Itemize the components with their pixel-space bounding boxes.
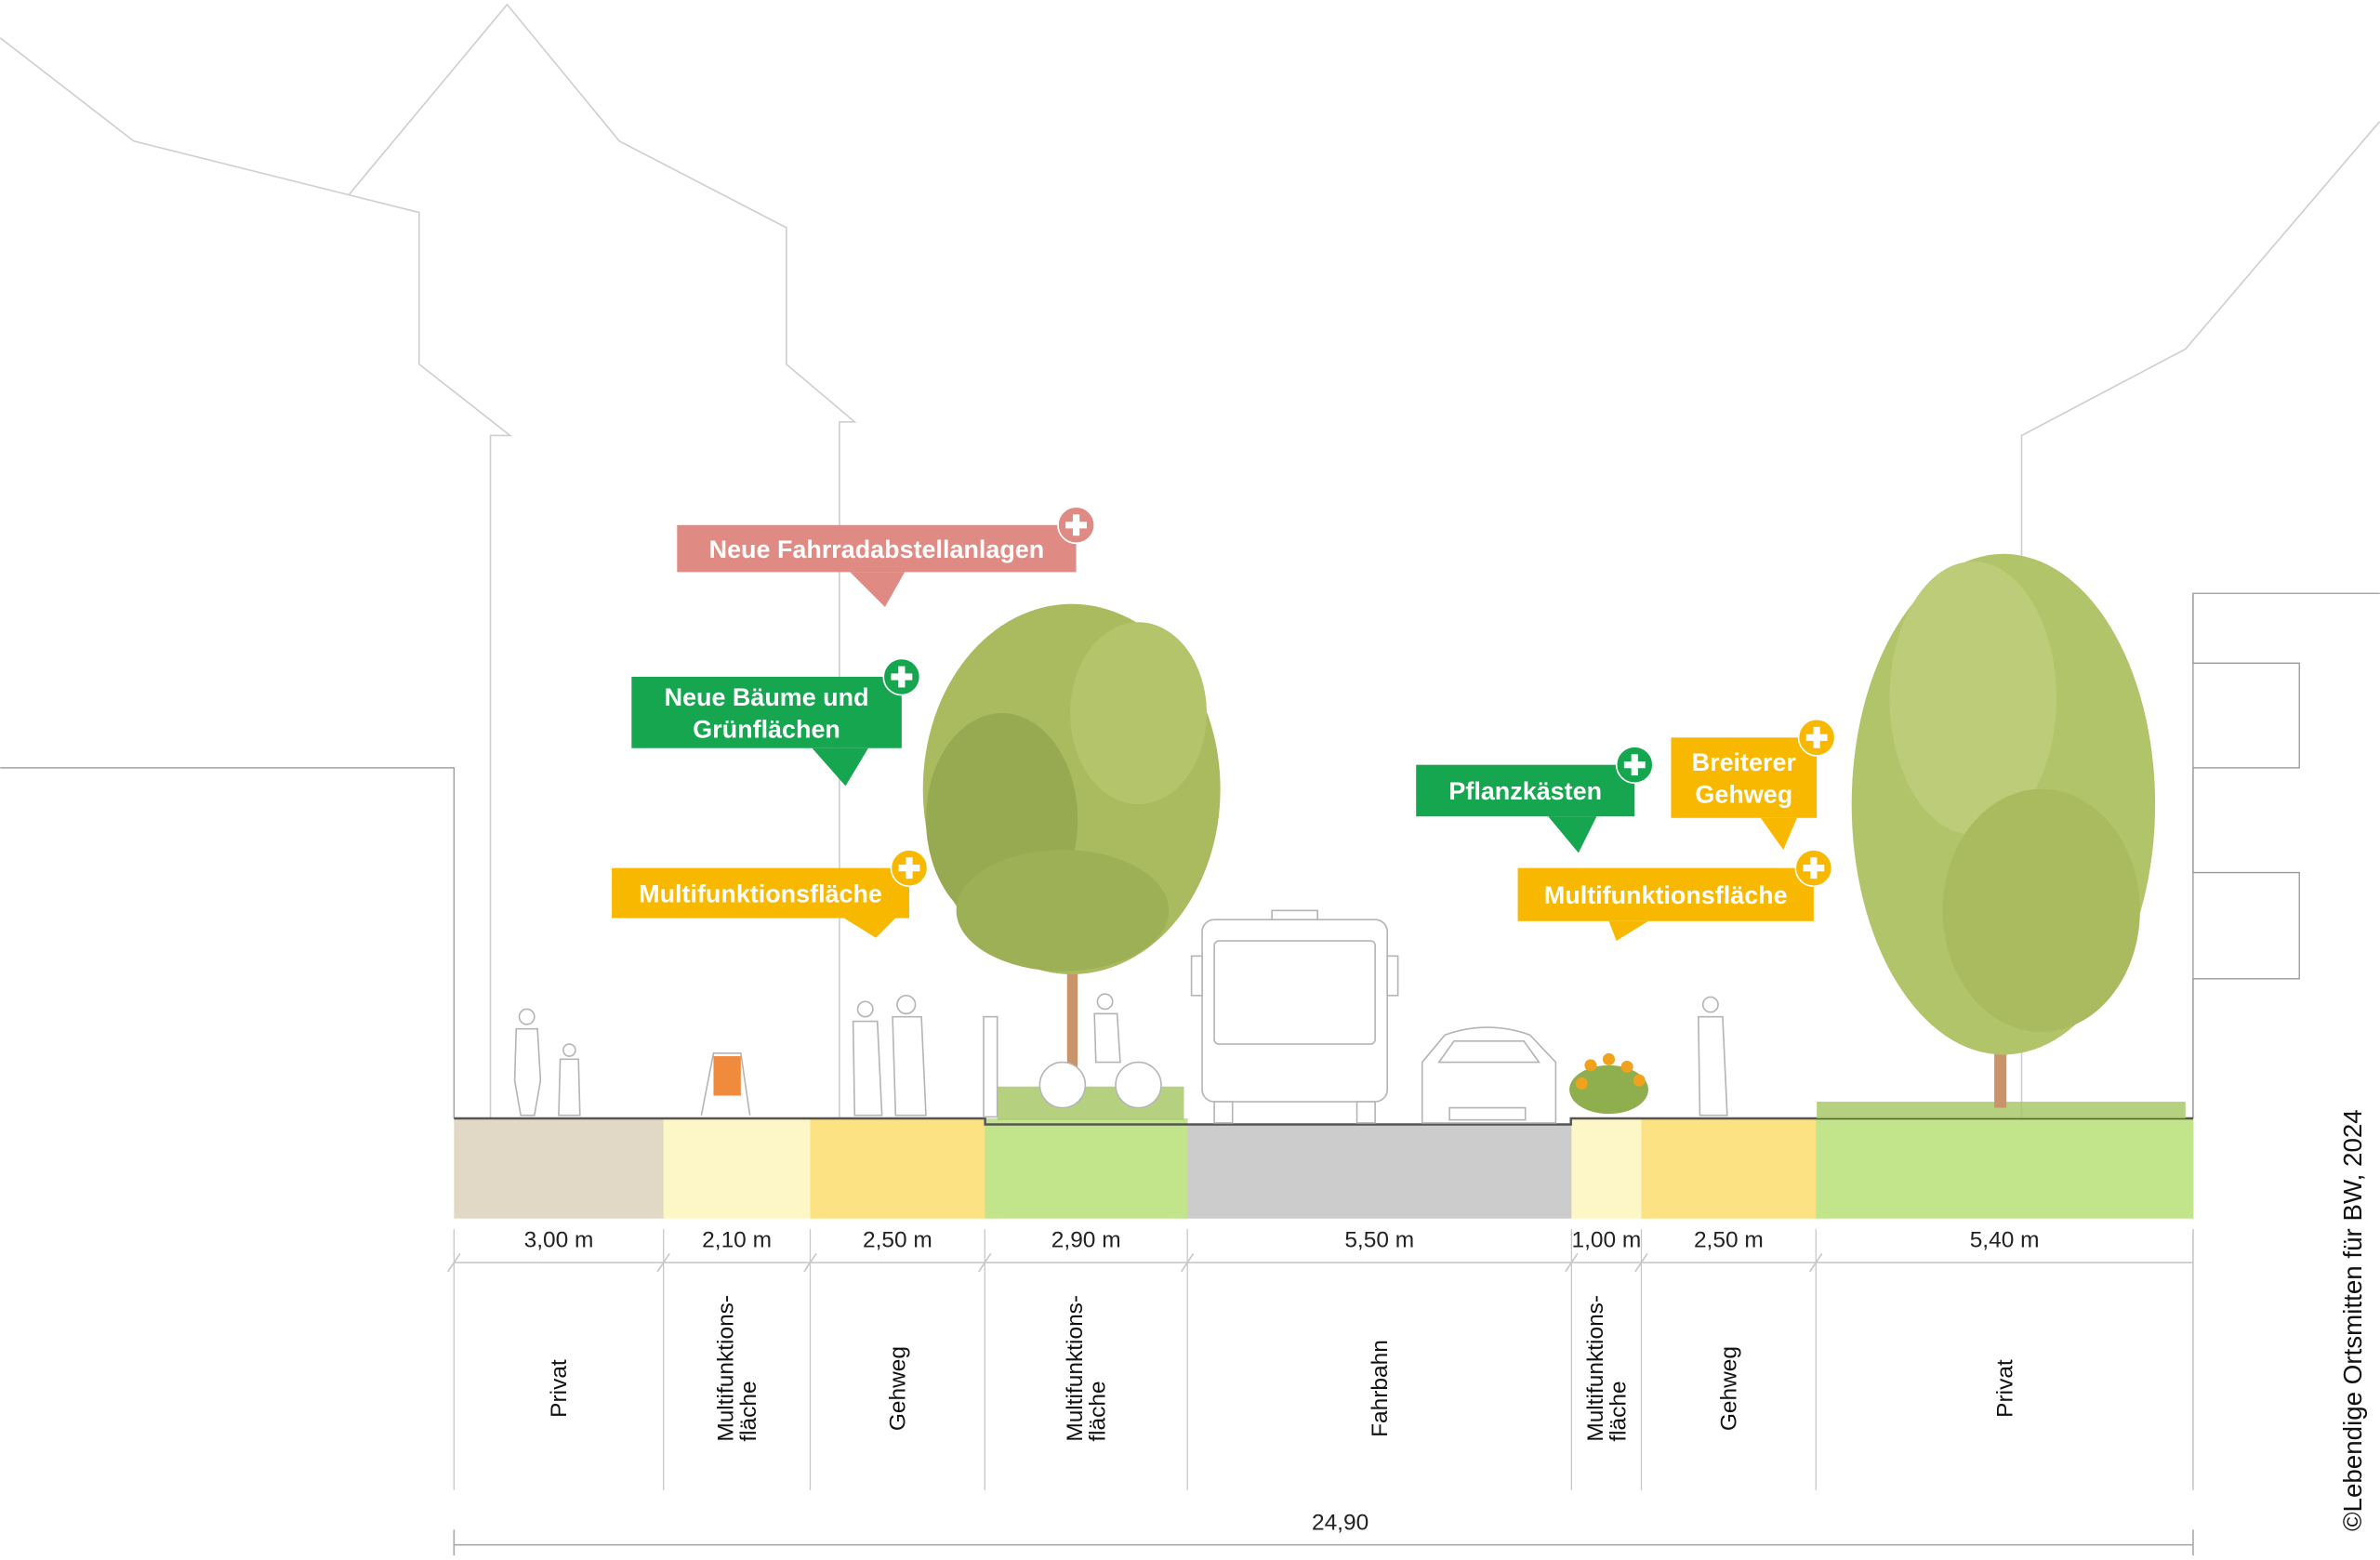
segment-width-label: 1,00 m: [1571, 1228, 1641, 1253]
callout-text: Pflanzkästen: [1448, 777, 1602, 805]
callout-text: Breiterer: [1692, 748, 1797, 776]
callout-multi-left: Multifunktionsfläche: [612, 849, 929, 938]
callout-multi-right: Multifunktionsfläche: [1517, 849, 1833, 942]
ground-band-2: [810, 1118, 985, 1219]
dimension-row: 3,00 m Privat 2,10 m Multifunktions-fläche 2…: [447, 1228, 2194, 1490]
callout-pointer: [843, 918, 896, 938]
ground-band-4: [1187, 1124, 1572, 1219]
callout-pflanz: Pflanzkästen: [1416, 746, 1654, 853]
callout-box: [631, 677, 902, 748]
callout-pointer: [1760, 817, 1797, 851]
callout-box: [1416, 764, 1635, 817]
callout-box: [677, 524, 1077, 573]
total-dimension: 24,90: [453, 1510, 2194, 1556]
segment-width-label: 2,50 m: [863, 1228, 932, 1253]
segment-name-label: Gehweg: [1717, 1346, 1742, 1431]
callout-box: [1671, 737, 1818, 818]
segment-name-label: Gehweg: [886, 1346, 911, 1431]
callout-text: Multifunktionsfläche: [1544, 881, 1788, 909]
segment-name-label: fläche: [1606, 1381, 1631, 1441]
segment-name-label: fläche: [736, 1381, 761, 1441]
charging-post: [983, 1015, 998, 1118]
segment-name-label: Privat: [1992, 1359, 2017, 1418]
plus-icon: [1057, 506, 1095, 545]
pedestrian: [1697, 996, 1728, 1117]
ground-band-1: [663, 1118, 811, 1219]
callout-pointer: [1548, 816, 1597, 853]
segment-width-label: 5,40 m: [1970, 1228, 2040, 1253]
plus-icon: [1794, 849, 1833, 888]
cyclist: [1038, 993, 1162, 1109]
plus-icon: [882, 657, 921, 696]
bus-illustration: [1190, 909, 1399, 1124]
pedestrians: [513, 993, 1728, 1118]
segment-name-label: Multifunktions-: [1063, 1295, 1088, 1442]
callout-pointer: [812, 747, 868, 787]
segment-width-label: 2,90 m: [1051, 1228, 1121, 1253]
left-building-outline-2: [349, 3, 857, 1119]
segment-width-label: 5,50 m: [1344, 1228, 1414, 1253]
tree-right: [1851, 553, 2156, 1108]
ground-band-3: [985, 1118, 1188, 1219]
callout-text: Multifunktionsfläche: [639, 879, 882, 907]
callout-fahrrad: Neue Fahrradabstellanlagen: [677, 506, 1095, 607]
ground-band-5: [1571, 1118, 1642, 1219]
ground-bands: [454, 1118, 2194, 1219]
sidewalk-sign: [700, 1051, 751, 1116]
callout-text: Neue Bäume und: [665, 683, 869, 711]
plus-icon: [1615, 746, 1654, 785]
ground-band-7: [1816, 1118, 2194, 1219]
callout-box: [612, 867, 910, 919]
segment-width-label: 3,00 m: [524, 1228, 594, 1253]
segment-width-label: 2,10 m: [702, 1228, 772, 1253]
pedestrian: [513, 1008, 542, 1117]
ground-band-0: [454, 1118, 665, 1219]
segment-name-label: Privat: [547, 1359, 572, 1418]
segment-name-label: Multifunktions-: [1583, 1295, 1608, 1442]
total-width-label: 24,90: [1312, 1510, 1368, 1535]
planter-flowers: [1569, 1052, 1648, 1115]
segment-name-label: Fahrbahn: [1368, 1340, 1393, 1437]
callout-text: Gehweg: [1695, 780, 1792, 808]
callout-text: Grünflächen: [693, 715, 840, 743]
plus-icon: [1797, 718, 1836, 757]
car-illustration: [1421, 1026, 1557, 1124]
segment-name-label: Multifunktions-: [714, 1295, 739, 1442]
right-building-facade: [2192, 592, 2380, 1119]
callout-pointer: [850, 572, 906, 607]
pedestrian: [852, 1000, 883, 1117]
plus-icon: [890, 849, 929, 888]
ground-line: [454, 1117, 2193, 1126]
callout-box: [1517, 867, 1814, 921]
callout-text: Neue Fahrradabstellanlagen: [709, 535, 1045, 563]
callout-pointer: [1608, 920, 1648, 942]
left-building-outline: [0, 37, 513, 1119]
pedestrian: [892, 994, 927, 1117]
left-wall: [0, 767, 455, 1119]
segment-name-label: fläche: [1086, 1381, 1111, 1441]
tree-left: [922, 603, 1221, 1093]
building-outlines: [0, 3, 2380, 1119]
pedestrian-child: [558, 1043, 581, 1117]
ground-band-6: [1641, 1118, 1817, 1219]
grass-strip-right: [1817, 1102, 2186, 1119]
segment-width-label: 2,50 m: [1694, 1228, 1764, 1253]
copyright: ©Lebendige Ortsmitten für BW, 2024: [2338, 1109, 2367, 1531]
